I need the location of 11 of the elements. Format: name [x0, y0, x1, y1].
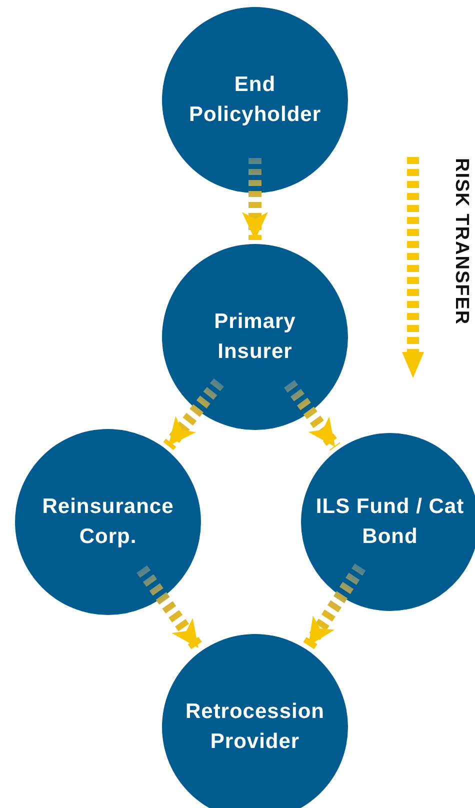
dashed-arrow: [302, 564, 366, 650]
dashed-arrow: [163, 378, 224, 450]
node-label: ILS Fund / Cat Bond: [315, 494, 465, 550]
dashed-arrow: [136, 565, 204, 652]
node-label: Retrocession Provider: [184, 699, 326, 755]
node-label: Reinsurance Corp.: [41, 494, 175, 550]
node-label: End Policyholder: [188, 72, 322, 128]
node-label: Primary Insurer: [213, 309, 297, 365]
dashed-arrow: [284, 380, 340, 451]
axis-label: RISK TRANSFER: [450, 158, 472, 326]
dashed-arrow: [242, 158, 268, 240]
